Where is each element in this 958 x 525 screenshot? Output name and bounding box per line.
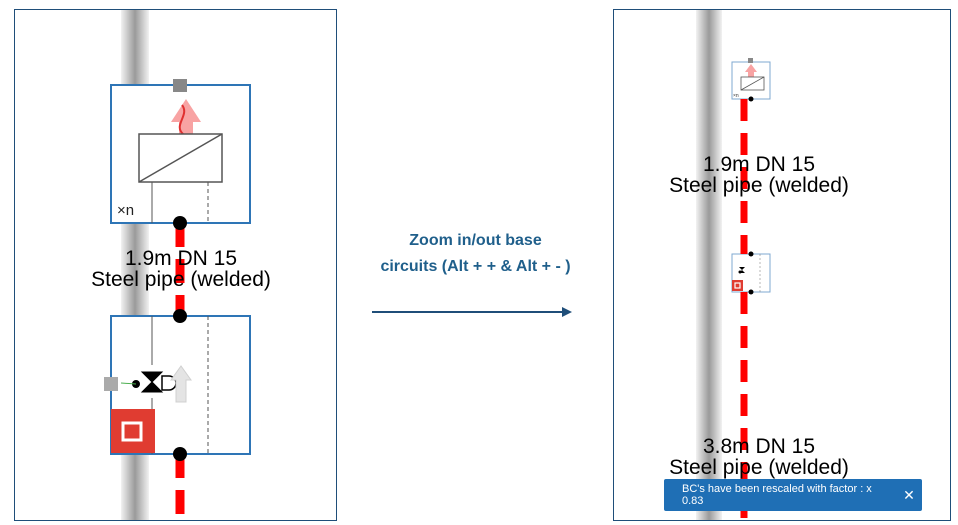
riser-pipe (696, 10, 722, 520)
pipe-label-bottom[interactable]: 3.8m DN 15 Steel pipe (welded) (634, 436, 884, 478)
toast-message: BC's have been rescaled with factor : x … (682, 483, 872, 507)
valve-component[interactable] (104, 315, 251, 455)
pipe-material: Steel pipe (welded) (669, 456, 849, 479)
svg-text:×n: ×n (733, 93, 739, 99)
junction-node[interactable] (748, 96, 754, 102)
multiplier-label: ×n (117, 202, 135, 219)
arrow-right-icon (372, 307, 572, 317)
junction-node[interactable] (173, 309, 187, 323)
junction-node[interactable] (173, 216, 187, 230)
warning-badge-icon[interactable] (732, 280, 743, 291)
connector-port[interactable] (104, 377, 118, 391)
valve-icon (140, 371, 164, 393)
rescale-toast: BC's have been rescaled with factor : x … (664, 479, 922, 511)
junction-node[interactable] (748, 251, 754, 257)
left-panel: ×n 1.9m DN 15 Steel pipe (welded) (14, 9, 337, 521)
pipe-length-dn: 3.8m DN 15 (702, 435, 816, 458)
heat-output-arrow-icon (745, 64, 757, 78)
close-icon[interactable]: ✕ (903, 486, 915, 503)
right-schematic: ×n (696, 10, 771, 520)
pipe-material: Steel pipe (welded) (91, 268, 271, 291)
radiator-component[interactable] (110, 79, 251, 224)
radiator-component[interactable]: ×n (731, 58, 771, 100)
valve-component[interactable] (731, 253, 771, 293)
junction-node[interactable] (748, 289, 754, 295)
right-panel: ×n 1.9m DN 15 Steel pipe (welded) 3.8m D… (613, 9, 951, 521)
junction-node[interactable] (173, 447, 187, 461)
connector-port[interactable] (173, 79, 187, 92)
flow-arrow-icon (170, 365, 192, 403)
pipe-length-dn: 1.9m DN 15 (124, 247, 238, 270)
caption: Zoom in/out base circuits (Alt + + & Alt… (348, 228, 603, 280)
caption-line-1: Zoom in/out base (409, 232, 542, 249)
left-schematic (104, 10, 251, 520)
pipe-label[interactable]: 1.9m DN 15 Steel pipe (welded) (75, 248, 287, 290)
connector-port[interactable] (748, 58, 753, 63)
pipe-label-top[interactable]: 1.9m DN 15 Steel pipe (welded) (634, 154, 884, 196)
pipe-material: Steel pipe (welded) (669, 174, 849, 197)
heat-output-arrow-icon (171, 99, 201, 142)
caption-line-2: circuits (Alt + + & Alt + - ) (380, 258, 571, 275)
pipe-length-dn: 1.9m DN 15 (702, 153, 816, 176)
